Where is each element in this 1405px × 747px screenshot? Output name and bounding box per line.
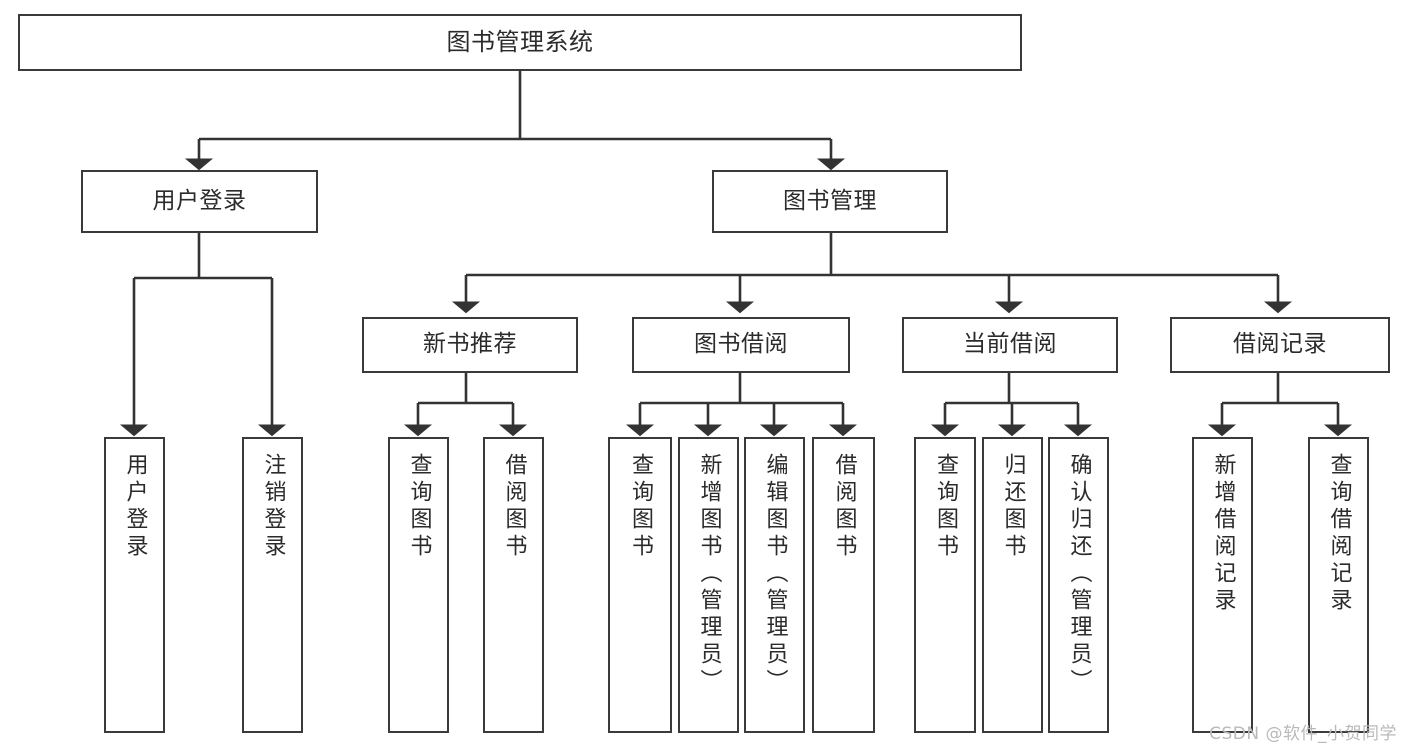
node-label: 借阅图书 <box>831 453 857 561</box>
node-leaf-query-borrow-record[interactable]: 查询借阅记录 <box>1308 437 1369 733</box>
node-label: 注销登录 <box>260 453 286 561</box>
node-current-borrowing[interactable]: 当前借阅 <box>902 317 1118 373</box>
node-label: 图书管理 <box>783 187 877 214</box>
node-label: 查询图书 <box>628 453 653 561</box>
node-leaf-query-book-borrowing[interactable]: 查询图书 <box>608 437 672 733</box>
node-label: 编辑图书（管理员） <box>762 453 788 696</box>
node-label: 新增图书（管理员） <box>696 453 722 696</box>
node-label: 归还图书 <box>1000 453 1026 561</box>
node-label: 确认归还（管理员） <box>1066 453 1092 696</box>
node-leaf-add-borrow-record[interactable]: 新增借阅记录 <box>1192 437 1253 733</box>
node-label: 用户登录 <box>122 453 148 561</box>
node-leaf-logout[interactable]: 注销登录 <box>242 437 303 733</box>
node-label: 用户登录 <box>152 187 247 214</box>
node-book-management[interactable]: 图书管理 <box>712 170 948 233</box>
node-root-book-management-system[interactable]: 图书管理系统 <box>18 14 1022 71</box>
node-leaf-borrow-book-newbook[interactable]: 借阅图书 <box>483 437 544 733</box>
node-label: 查询借阅记录 <box>1326 453 1352 615</box>
node-leaf-confirm-return-admin[interactable]: 确认归还（管理员） <box>1048 437 1109 733</box>
node-label: 查询图书 <box>406 453 432 561</box>
node-leaf-query-book-current[interactable]: 查询图书 <box>914 437 976 733</box>
node-label: 借阅图书 <box>501 453 527 561</box>
node-user-login[interactable]: 用户登录 <box>81 170 318 233</box>
node-leaf-add-book-admin[interactable]: 新增图书（管理员） <box>678 437 739 733</box>
node-book-borrowing[interactable]: 图书借阅 <box>632 317 850 373</box>
node-label: 当前借阅 <box>963 331 1057 358</box>
node-leaf-query-book-newbook[interactable]: 查询图书 <box>388 437 449 733</box>
node-leaf-edit-book-admin[interactable]: 编辑图书（管理员） <box>744 437 805 733</box>
node-label: 图书借阅 <box>694 331 788 358</box>
node-label: 图书管理系统 <box>446 28 594 57</box>
node-leaf-user-login[interactable]: 用户登录 <box>104 437 165 733</box>
node-label: 借阅记录 <box>1233 331 1327 358</box>
node-label: 新书推荐 <box>423 331 517 358</box>
node-leaf-return-book[interactable]: 归还图书 <box>982 437 1043 733</box>
node-label: 新增借阅记录 <box>1210 453 1236 615</box>
node-label: 查询图书 <box>933 453 958 561</box>
node-borrow-records[interactable]: 借阅记录 <box>1170 317 1390 373</box>
node-new-book-recommendation[interactable]: 新书推荐 <box>362 317 578 373</box>
node-leaf-borrow-book-borrowing[interactable]: 借阅图书 <box>812 437 875 733</box>
csdn-watermark: CSDN @软件_小贺同学 <box>1209 724 1397 744</box>
